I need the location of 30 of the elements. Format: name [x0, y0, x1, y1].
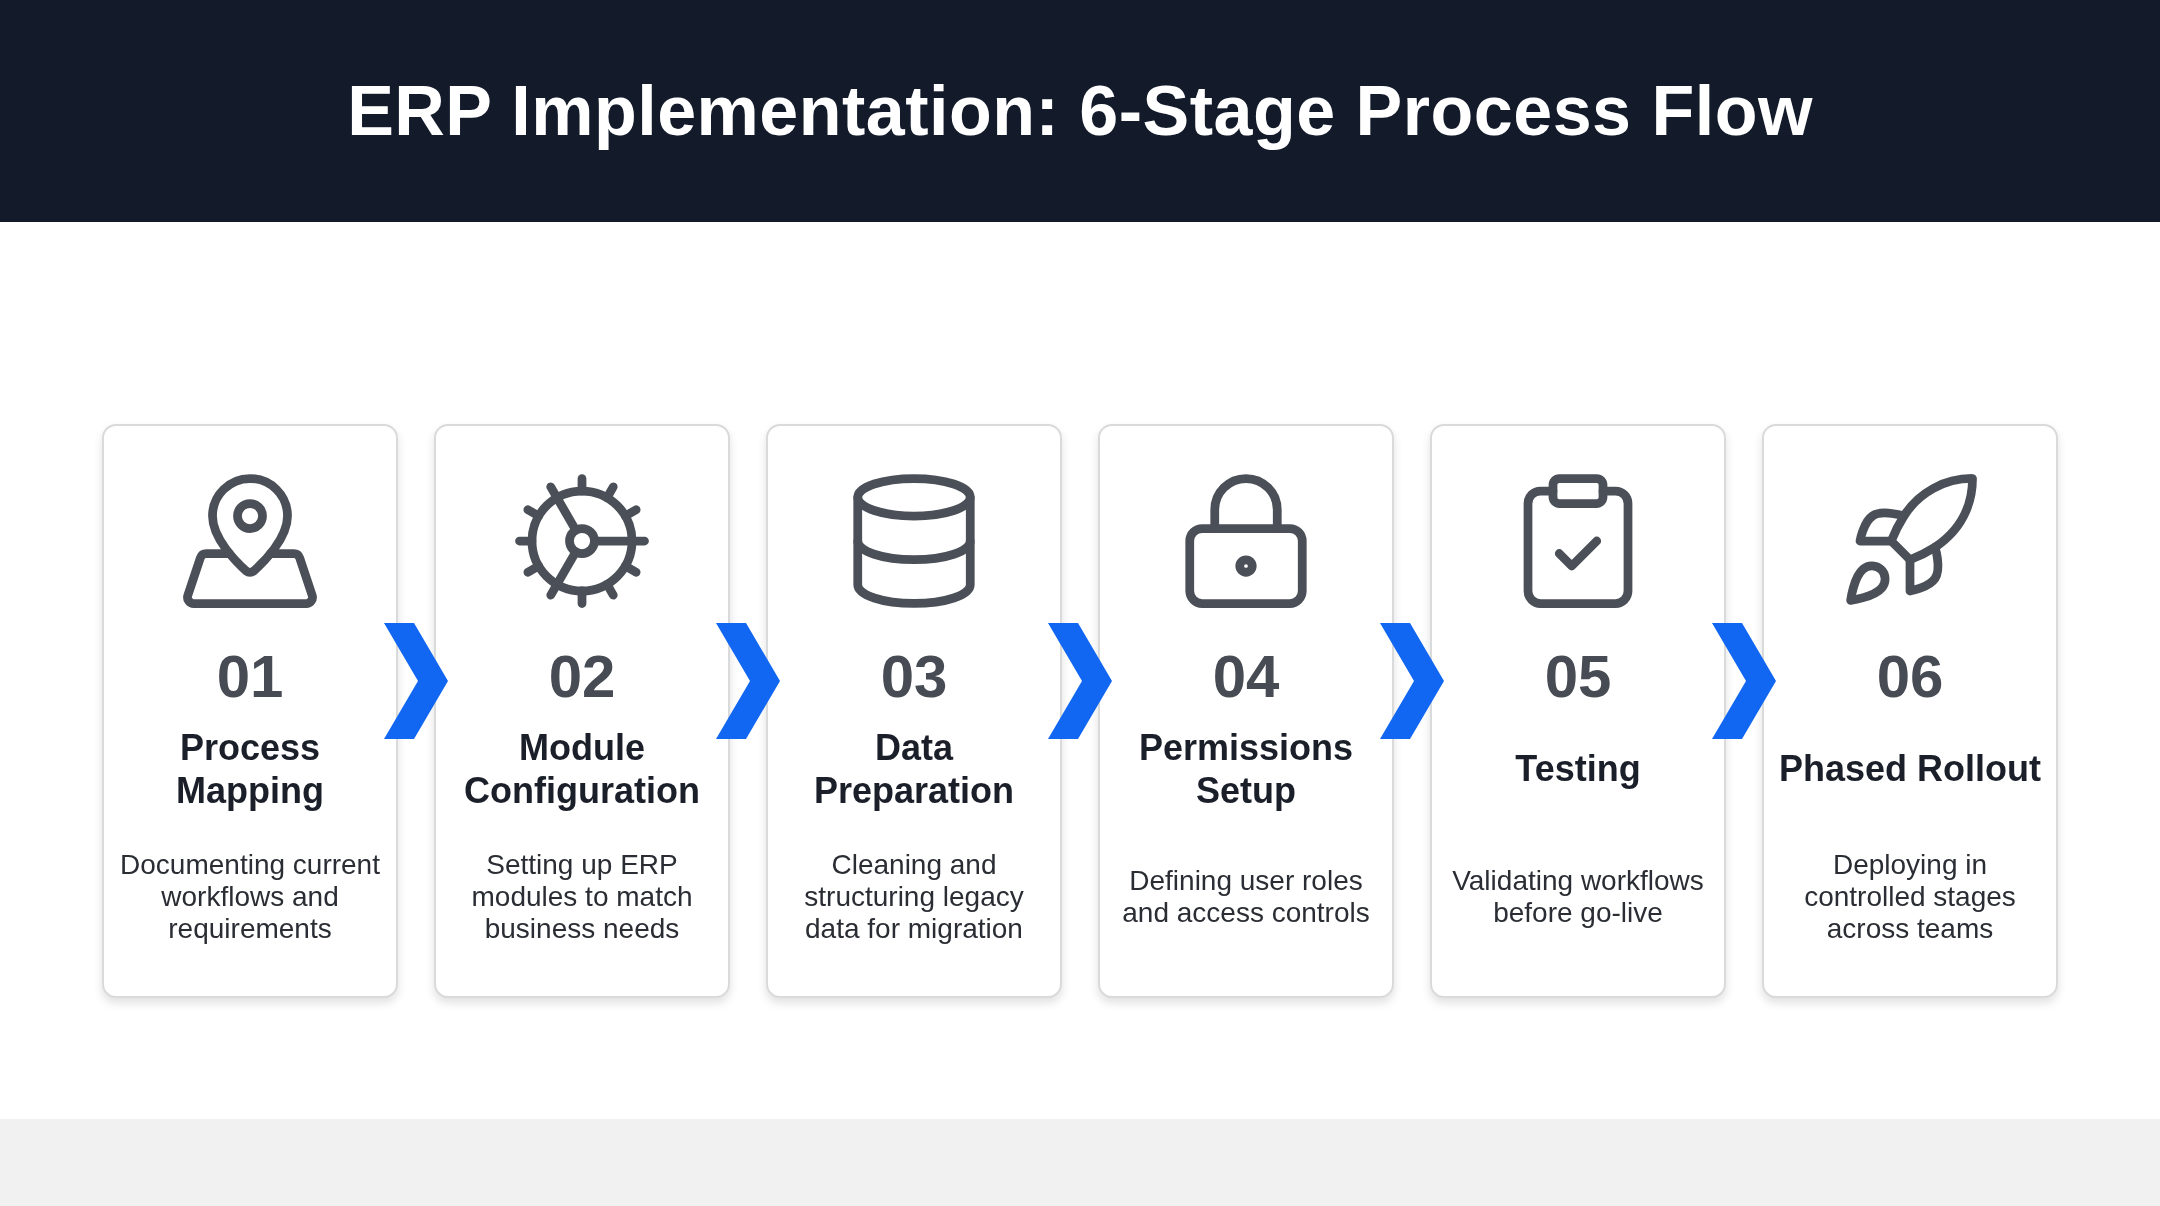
stage-number: 05 [1544, 644, 1612, 710]
chevron-arrow [1712, 623, 1776, 739]
stage-number: 02 [548, 644, 616, 710]
stage-number: 06 [1876, 644, 1944, 710]
stage-description: Setting up ERP modules to match business needs [470, 847, 694, 947]
stage-description: Cleaning and structuring legacy data for migration [803, 847, 1025, 947]
stage-card [102, 424, 398, 998]
stage-number: 01 [216, 644, 284, 710]
stage-title: Permissions Setup [1137, 726, 1355, 813]
chevron-arrow [1380, 623, 1444, 739]
chevron-arrow [384, 623, 448, 739]
stage-card [1762, 424, 2058, 998]
chevron-arrow [716, 623, 780, 739]
stage-title: Process Mapping [175, 726, 325, 813]
stage-description: Documenting current workflows and requirements [119, 847, 381, 947]
stage-number: 03 [880, 644, 948, 710]
stage-description: Validating workflows before go-live [1451, 863, 1705, 930]
stage-card [434, 424, 730, 998]
chevron-arrow [1048, 623, 1112, 739]
stage-number: 04 [1212, 644, 1280, 710]
stage-title: Module Configuration [463, 726, 701, 813]
stage-card [1098, 424, 1394, 998]
stage-title: Phased Rollout [1779, 747, 2041, 792]
stage-description: Defining user roles and access controls [1121, 864, 1371, 931]
stage-title: Testing [1515, 747, 1641, 792]
stage-card [766, 424, 1062, 998]
stage-description: Deploying in controlled stages across teams [1803, 847, 2017, 947]
stage-card [1430, 424, 1726, 998]
stage-title: Data Preparation [812, 726, 1016, 813]
title: ERP Implementation: 6-Stage Process Flow [347, 71, 1813, 151]
